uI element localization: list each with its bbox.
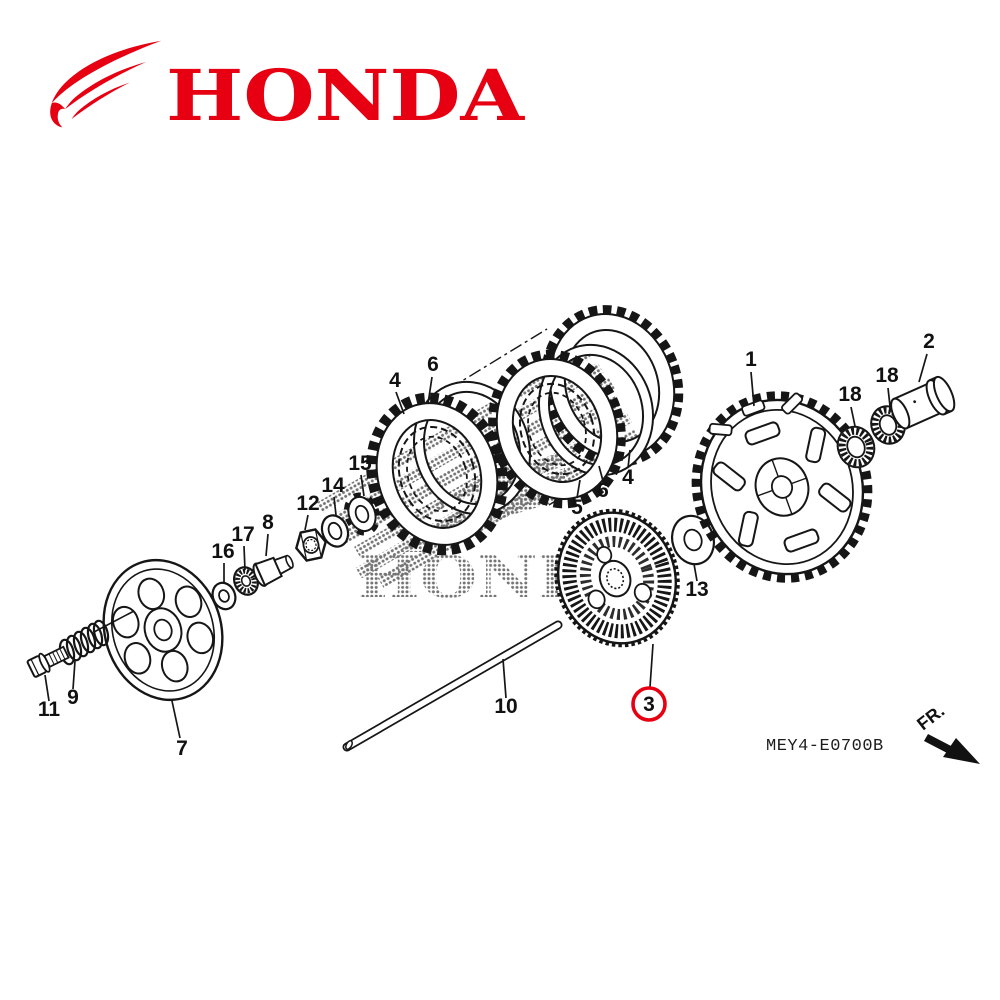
callout-4a: 4 [389, 369, 401, 392]
part-6-plain-ring-b [538, 343, 654, 477]
part-2-bushing [890, 375, 956, 430]
part-1-clutch-outer [691, 391, 873, 583]
callout-18a: 18 [838, 383, 862, 406]
callout-9: 9 [67, 686, 79, 709]
part-14-washer [320, 514, 350, 548]
callout-6b: 6 [597, 479, 609, 502]
callout-1: 1 [745, 348, 757, 371]
front-direction-arrow-icon [924, 734, 953, 754]
honda-logo: HONDA [50, 40, 526, 137]
honda-wing-icon [50, 40, 162, 128]
diagram-code: MEY4-E0700B [766, 737, 884, 756]
part-8-bolt [252, 554, 294, 587]
callout-14: 14 [321, 474, 345, 497]
part-6-plain-ring-a [413, 380, 531, 516]
callout-labels: 1 2 18 18 4 6 5 6 4 15 14 12 8 17 16 7 9… [38, 330, 935, 760]
callout-2: 2 [923, 330, 935, 353]
part-7-pressure-plate [102, 558, 224, 702]
part-16-washer [211, 581, 237, 611]
leader-lines [44, 353, 928, 739]
callout-18b: 18 [875, 364, 899, 387]
callout-7: 7 [176, 737, 188, 760]
callout-15: 15 [348, 452, 372, 475]
front-direction-arrowhead-icon [943, 738, 980, 764]
highlight-circle-part-3 [631, 686, 667, 722]
part-15-tab-washer [343, 492, 381, 536]
callout-13: 13 [685, 578, 708, 601]
callout-17: 17 [231, 523, 254, 546]
part-11-bolt [26, 645, 70, 678]
callout-5: 5 [571, 496, 583, 519]
part-18-bearing-left [836, 425, 876, 469]
front-direction-label: FR. [913, 701, 948, 735]
part-4-friction-disc-a [366, 392, 508, 556]
part-3-clutch-center [554, 508, 680, 648]
part-17-lock-washer [233, 566, 259, 596]
callout-8: 8 [262, 511, 274, 534]
honda-logo-text: HONDA [166, 54, 526, 137]
spring-seat-line [93, 610, 135, 633]
callout-3: 3 [643, 693, 655, 716]
part-5-clutch-plate-b-front [488, 349, 626, 509]
part-12-nut [295, 528, 327, 562]
front-direction-marker: FR. [913, 701, 980, 764]
callout-12: 12 [296, 492, 319, 515]
part-10-rod [342, 620, 563, 752]
callout-4b: 4 [622, 466, 634, 489]
callout-10: 10 [494, 695, 517, 718]
callout-16: 16 [211, 540, 234, 563]
callout-6a: 6 [427, 353, 439, 376]
callout-11: 11 [38, 698, 61, 721]
